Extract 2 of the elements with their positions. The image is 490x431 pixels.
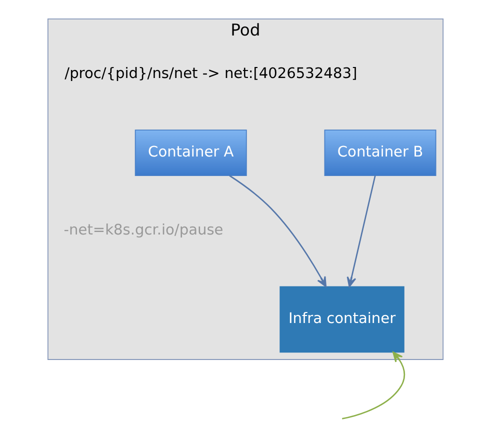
label: -net=k8s.gcr.io/pause xyxy=(63,222,223,239)
label: /proc/{pid}/ns/net -> net:[4026532483] xyxy=(64,64,357,82)
